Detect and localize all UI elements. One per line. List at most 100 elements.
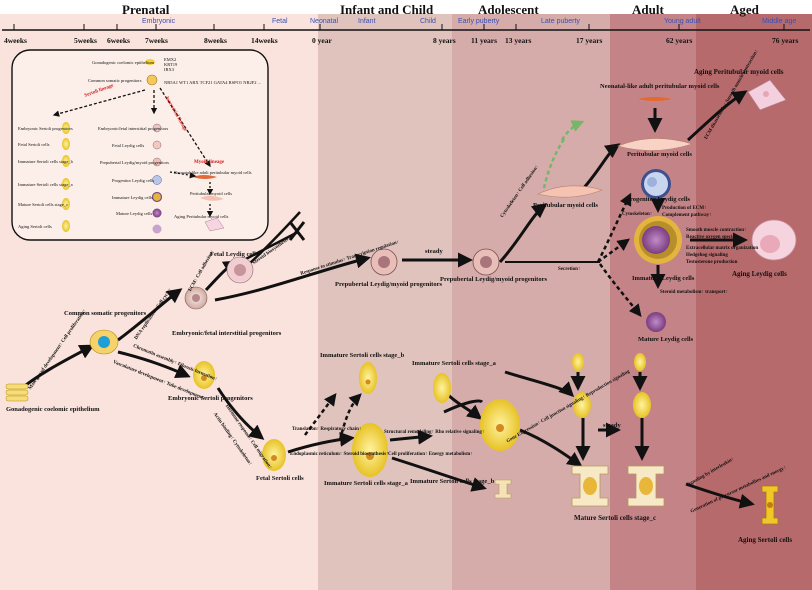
label-smooth-muscle: Smooth muscle contraction↑: [686, 228, 747, 233]
label-fetal-leydig: Fetal Leydig cells: [210, 251, 259, 258]
tick-7weeks: 7weeks: [145, 36, 168, 45]
label-immature-a2: Immature Sertoli cells stage_a: [412, 360, 496, 367]
inset-left-5: Aging Sertoli cells: [18, 224, 52, 229]
inset-arrows: [52, 87, 214, 218]
immature-leydig-cell: [634, 216, 682, 264]
label-aging-sertoli: Aging Sertoli cells: [738, 536, 793, 544]
label-ros: Reactive oxygen species↑: [686, 235, 740, 240]
label-immature-b2: Immature Sertoli cells stage_b: [410, 478, 495, 485]
peritubular-cell-2: [617, 138, 694, 151]
label-prepubertal-1: Prepubertal Leydig/myoid progenitors: [335, 281, 443, 288]
gonadogenic-cells: [5, 383, 29, 402]
inset-cells: [62, 59, 225, 234]
inset-mid-2: Prepubertal Leydig/myoid progenitors: [100, 160, 169, 165]
stage-infant: Infant and Child: [340, 2, 434, 17]
inset-genes-top-2: KRT19: [164, 62, 178, 67]
sub-late-puberty: Late puberty: [541, 18, 580, 25]
blocked-line: [239, 230, 299, 264]
stage-adolescent: Adolescent: [478, 2, 539, 17]
tick-6weeks: 6weeks: [107, 36, 130, 45]
inset-left-0: Embryonic Sertoli progenitors: [18, 126, 73, 131]
inset-mid-0: Embryonic/fetal interstitial progenitors: [98, 126, 169, 131]
immature-b-cell: [359, 362, 377, 394]
inset-right-2: Aging Peritubular myoid cells: [174, 214, 229, 219]
label-embryonic-interstitial: Embryonic/fetal interstitial progenitors: [172, 330, 282, 337]
label-embryonic-sertoli: Embryonic Sertoli progenitors: [168, 395, 253, 402]
label-translation: Translation↑ Respiratory chain↑: [292, 427, 362, 432]
label-complement: Complement pathway↑: [662, 213, 712, 218]
immature-a2-cell: [433, 373, 520, 451]
infant-zone: [318, 14, 452, 590]
label-progenitor-leydig: Progenitor Leydig cells: [626, 196, 691, 203]
immature-b2-cell: [494, 479, 512, 499]
tick-8weeks: 8weeks: [204, 36, 227, 45]
sub-child: Child: [420, 18, 436, 25]
label-steady-2: steady: [603, 422, 621, 429]
tick-0year: 0 year: [312, 36, 332, 45]
stage-adult: Adult: [632, 2, 664, 17]
summary-inset: [11, 49, 269, 241]
tick-8years: 8 years: [433, 36, 456, 45]
stage-aged: Aged: [730, 2, 759, 17]
embryonic-sertoli-cell: [193, 361, 215, 389]
inset-right-0: Neonatal-like adult peritubular myoid ce…: [174, 170, 252, 175]
fetal-sertoli-cell: [262, 439, 286, 471]
sub-infant: Infant: [358, 18, 376, 25]
label-immature-leydig: Immature Leydig cells: [632, 275, 695, 282]
label-mature-sertoli: Mature Sertoli cells stage_c: [574, 514, 657, 522]
common-progenitor-cell: [89, 329, 119, 355]
inset-common: Common somatic progenitors: [88, 78, 142, 83]
embryonic-interstitial-cell: [184, 286, 208, 310]
label-peritubular-2: Peritubular myoid cells: [627, 151, 692, 158]
inset-left-1: Fetal Sertoli cells: [18, 142, 50, 147]
inset-mid-4: Immature Leydig cells: [112, 195, 153, 200]
inset-left-4: Mature Sertoli cells stage_c: [18, 202, 69, 207]
inset-mid-5: Mature Leydig cells: [116, 211, 153, 216]
label-immature-b: Immature Sertoli cells stage_b: [320, 352, 405, 359]
label-prepubertal-2: Prepubertal Leydig/myoid progenitors: [440, 276, 548, 283]
inset-branch-myoid: Myoid lineage: [194, 160, 225, 165]
inset-right-1: Peritubular myoid cells: [190, 191, 232, 196]
main-arrows: [21, 90, 755, 509]
fetal-leydig-cell: [226, 256, 254, 284]
sub-neonatal: Neonatal: [310, 18, 339, 25]
label-aging-leydig: Aging Leydig cells: [732, 270, 787, 278]
label-mature-leydig: Mature Leydig cells: [638, 336, 694, 343]
tick-76years: 76 years: [772, 36, 799, 45]
label-cell-prolif: Cell proliferation↑ Energy metabolism↑: [388, 452, 473, 457]
label-hedgehog: Hedgehog signaling: [686, 253, 728, 258]
label-er: Endoplasmic reticulum↑ Steroid biosynthe…: [290, 452, 389, 457]
inset-left-2: Immature Sertoli cells stage_b: [18, 159, 73, 164]
inset-genes-top-3: IRX3: [164, 67, 174, 72]
tick-62years: 62 years: [666, 36, 693, 45]
label-testosterone: Testosterone production: [686, 260, 738, 265]
sub-young-adult: Young adult: [664, 18, 701, 25]
dashed-arrows: [304, 120, 642, 441]
sub-early-puberty: Early puberty: [458, 18, 500, 25]
mature-sertoli-cells: [571, 465, 665, 507]
neonatal-myoid-cell: [638, 97, 672, 101]
tick-11years: 11 years: [471, 36, 498, 45]
aging-leydig-cell: [751, 219, 797, 261]
label-steady-1: steady: [425, 248, 443, 255]
immature-a-cell: [352, 423, 388, 477]
tick-4weeks: 4weeks: [4, 36, 27, 45]
timeline-ticks: [13, 24, 785, 30]
sub-fetal: Fetal: [272, 18, 288, 25]
inset-title: Gonadogenic coelomic epithelium: [92, 60, 154, 65]
block-cross: [288, 221, 306, 241]
inset-genes-common: NR5A1 WT1 ARX TCF21 GATA4 RSPO1 NR2F2 ..…: [164, 80, 261, 85]
label-fetal-sertoli: Fetal Sertoli cells: [256, 475, 304, 482]
tick-13years: 13 years: [505, 36, 532, 45]
label-cytoskeleton: Cytoskeleton↑: [622, 212, 653, 217]
mature-leydig-cell: [646, 312, 666, 332]
label-gonadogenic: Gonadogenic coelomic epithelium: [6, 406, 100, 413]
label-secretion: Secretion↑: [558, 267, 581, 272]
prepubertal-cell-2: [472, 248, 500, 276]
label-common: Common somatic progenitors: [64, 310, 147, 317]
small-sertoli-cells: [572, 353, 651, 418]
stage-prenatal: Prenatal: [122, 2, 170, 17]
inset-genes-top: EMX2: [164, 57, 177, 62]
progenitor-leydig-cell: [641, 169, 671, 199]
